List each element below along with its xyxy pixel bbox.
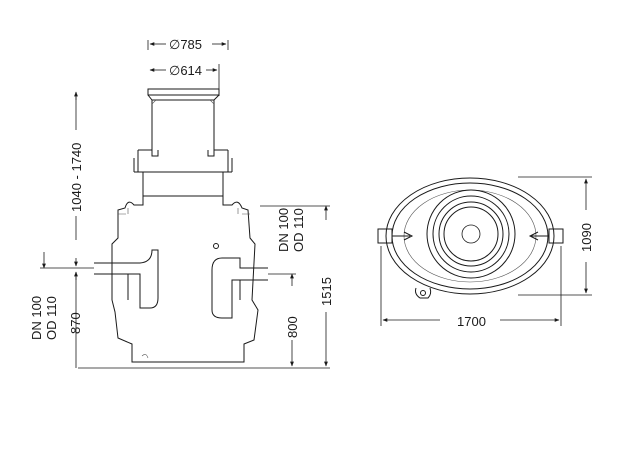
outlet-height-label: 800 (285, 316, 300, 338)
top-outer-diameter-label: ∅785 (169, 37, 202, 52)
total-height-label: 1515 (319, 277, 334, 306)
top-view: 1700 1090 (377, 176, 594, 329)
dimension-width: 1090 (518, 176, 594, 296)
outlet-pipe-dn: DN 100 (276, 208, 291, 252)
inlet-port (377, 228, 393, 244)
outlet-pipe-od: OD 110 (291, 208, 306, 252)
dimension-top-outer: ∅785 (147, 37, 229, 52)
cover-outer-ring (426, 189, 516, 279)
side-view: ∅785 ∅614 1040 - 1740 DN 100 OD 110 870 (29, 37, 334, 369)
outlet-port (548, 228, 564, 244)
dimension-height-range: 1040 - 1740 (69, 91, 84, 240)
inlet-pipe-od: OD 110 (44, 296, 59, 340)
riser-shaft (133, 99, 233, 196)
manhole-cover (147, 88, 220, 101)
dimension-top-inner: ∅614 (149, 63, 220, 96)
width-label: 1090 (579, 223, 594, 252)
length-label: 1700 (457, 314, 486, 329)
inlet-pipe-dn: DN 100 (29, 296, 44, 340)
dimension-outlet: DN 100 OD 110 800 1515 (260, 205, 334, 367)
tank-body (94, 195, 268, 363)
top-inner-diameter-label: ∅614 (169, 63, 202, 78)
cover-grate (443, 206, 499, 262)
lifting-lug (415, 287, 432, 299)
tank-outline (385, 177, 555, 295)
dimension-inlet-height: DN 100 OD 110 870 (29, 252, 94, 368)
dimension-length: 1700 (380, 246, 562, 329)
inlet-height-label: 870 (68, 312, 83, 334)
height-range-label: 1040 - 1740 (69, 143, 84, 212)
